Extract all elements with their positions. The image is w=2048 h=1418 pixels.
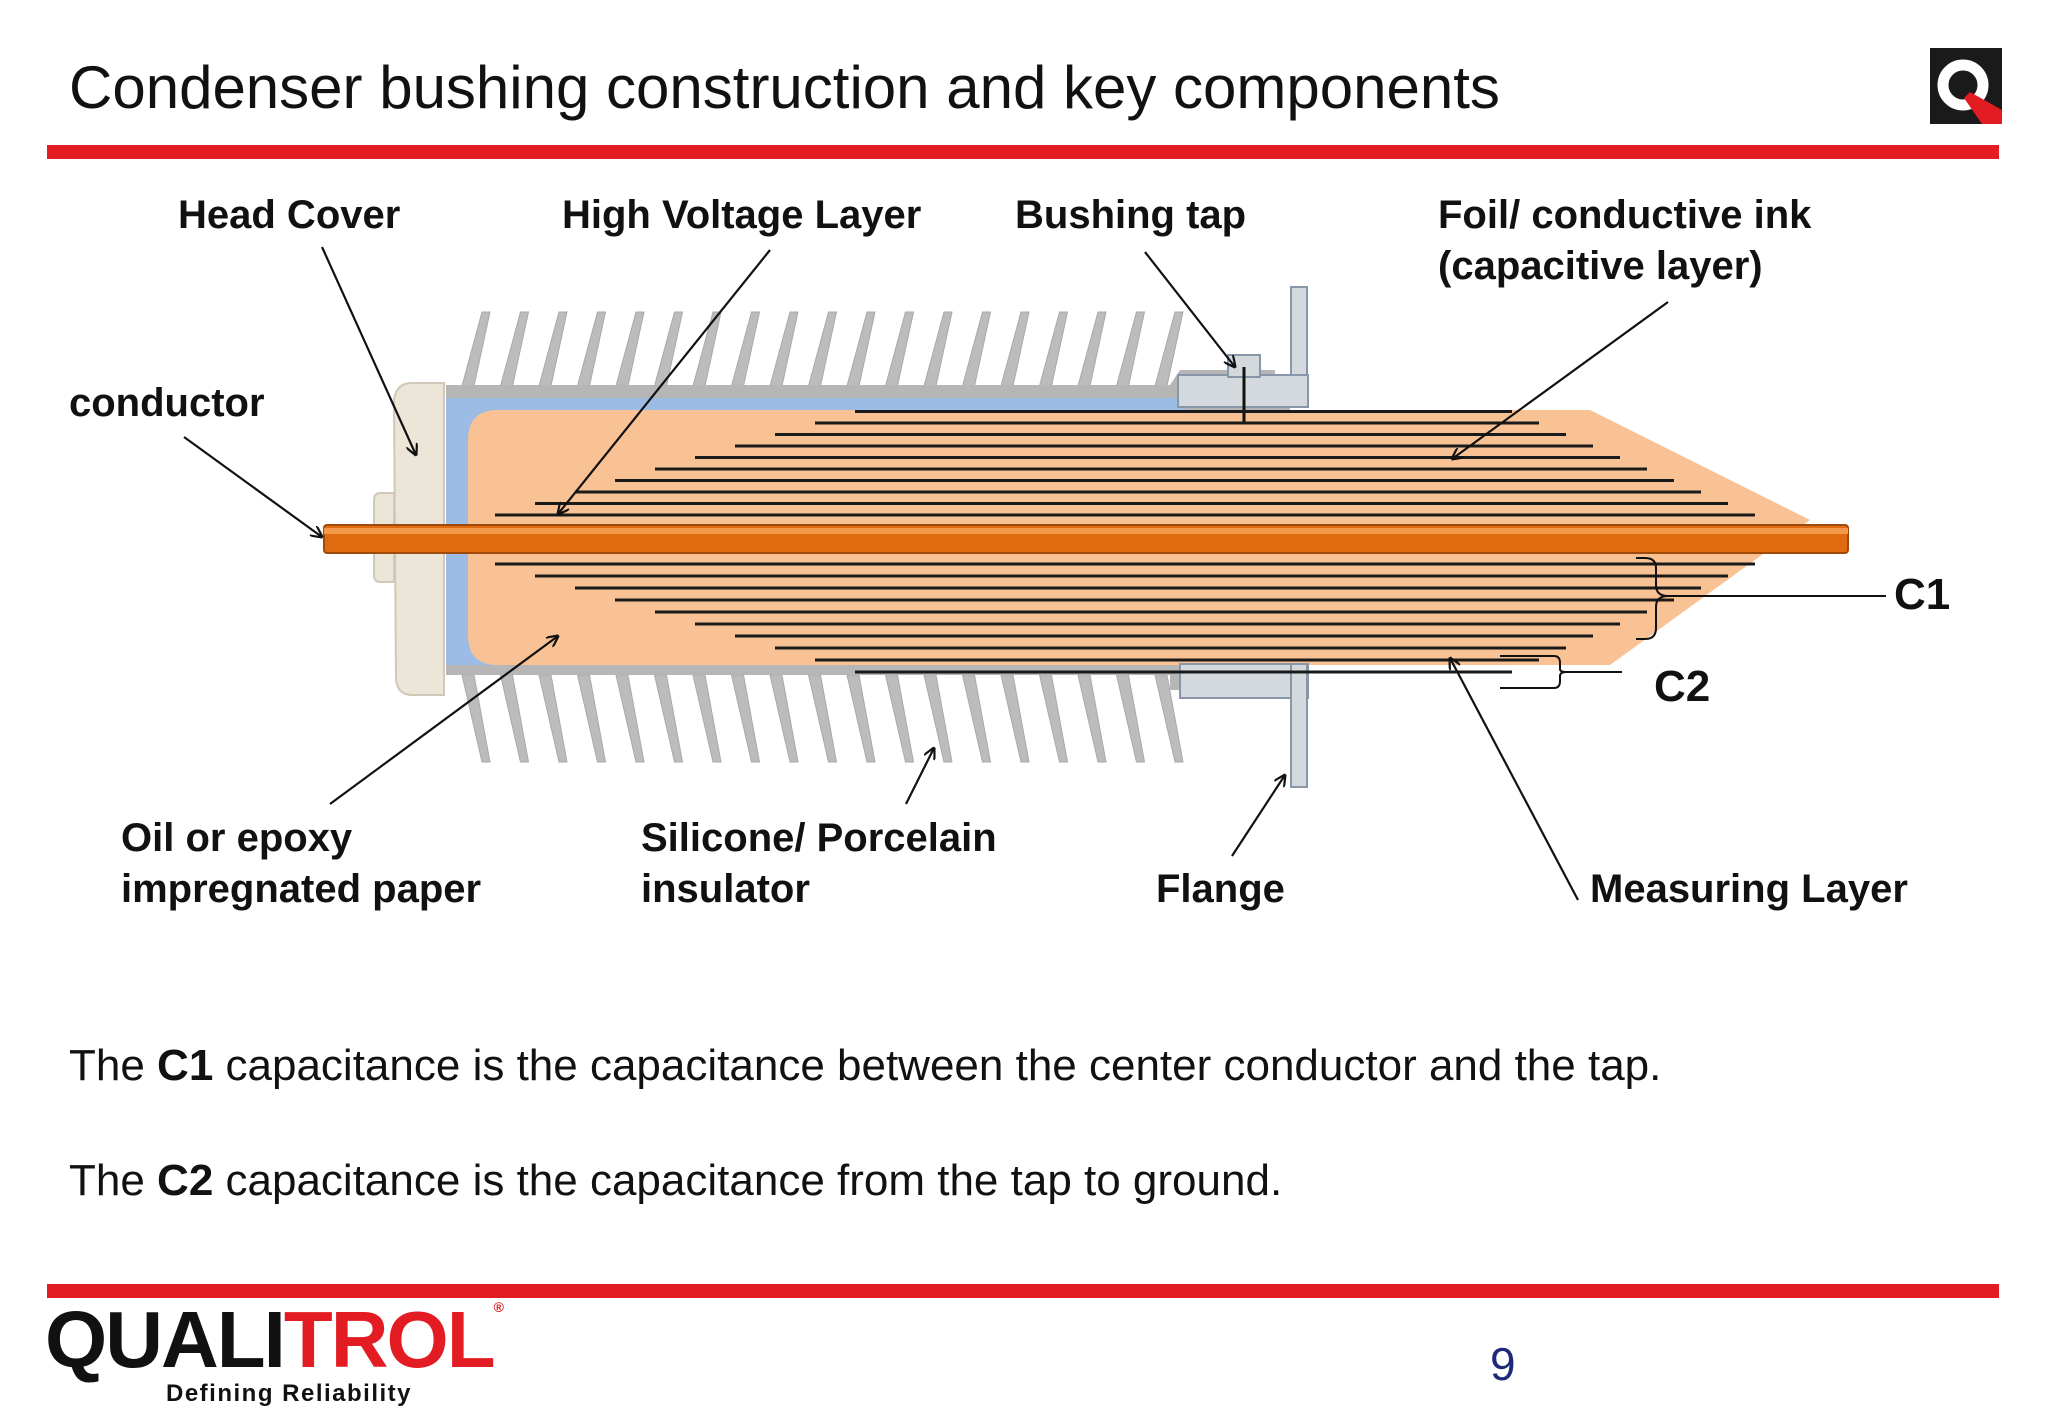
insulator-shed-top xyxy=(615,311,645,387)
brand-name-black: QUALI xyxy=(45,1295,286,1384)
insulator-shed-top xyxy=(807,311,838,387)
insulator-shed-top xyxy=(1115,311,1146,387)
slide-title: Condenser bushing construction and key c… xyxy=(69,54,1500,121)
bottom-divider xyxy=(47,1284,1999,1298)
insulator-shed-top xyxy=(538,311,568,387)
brand-registered-mark: ® xyxy=(493,1299,504,1315)
insulator-shed-top xyxy=(923,311,953,387)
insulator-shed-bottom xyxy=(884,674,915,763)
c2-explanation: The C2 capacitance is the capacitance fr… xyxy=(69,1155,1282,1208)
arrow-insulator xyxy=(905,748,934,805)
insulator-shed-top xyxy=(1038,311,1069,387)
label-insulator-line1: Silicone/ Porcelain xyxy=(641,816,997,860)
insulator-shed-top xyxy=(576,311,607,387)
insulator-shed-top xyxy=(884,311,915,387)
leader-arrows xyxy=(183,246,1669,901)
insulator-shed-bottom xyxy=(807,674,838,763)
insulator-shed-bottom xyxy=(576,674,607,763)
label-c2: C2 xyxy=(1654,662,1711,711)
arrow-oil-paper xyxy=(329,636,558,805)
label-measuring-layer: Measuring Layer xyxy=(1590,867,1908,911)
insulator-shed-bottom xyxy=(769,674,799,763)
label-foil-conductive-ink: Foil/ conductive ink (capacitive layer) xyxy=(1438,190,1811,292)
insulator-shed-bottom xyxy=(1000,674,1030,763)
insulator-shed-top xyxy=(961,311,992,387)
c2-explanation-rest: capacitance is the capacitance from the … xyxy=(213,1156,1283,1205)
qualitrol-logo: QUALITROL® xyxy=(45,1299,504,1380)
page-number: 9 xyxy=(1490,1338,1516,1390)
c2-brace xyxy=(1500,655,1622,689)
label-foil-line1: Foil/ conductive ink xyxy=(1438,193,1812,237)
label-foil-line2: (capacitive layer) xyxy=(1438,244,1763,288)
insulator-sheds xyxy=(461,311,1184,763)
arrow-bushing-tap xyxy=(1144,251,1235,367)
c1-explanation: The C1 capacitance is the capacitance be… xyxy=(69,1040,1661,1093)
brand-tagline: Defining Reliability xyxy=(166,1380,413,1407)
insulator-shed-bottom xyxy=(923,674,953,763)
label-insulator-line2: insulator xyxy=(641,867,810,911)
c2-explanation-term: C2 xyxy=(157,1156,214,1205)
insulator-shed-bottom xyxy=(1038,674,1069,763)
arrow-high-voltage-layer xyxy=(558,249,771,514)
top-divider xyxy=(47,145,1999,159)
insulator-shed-top xyxy=(499,311,530,387)
arrow-flange xyxy=(1231,775,1285,857)
label-conductor: conductor xyxy=(69,381,265,425)
c1-brace xyxy=(1636,557,1886,640)
insulator-shed-bottom xyxy=(692,674,722,763)
label-insulator: Silicone/ Porcelain insulator xyxy=(641,813,997,915)
arrow-head-cover xyxy=(320,246,416,455)
insulator-shed-bottom xyxy=(538,674,568,763)
insulator-shed-bottom xyxy=(730,674,761,763)
insulator-shed-bottom xyxy=(846,674,876,763)
label-oil-line1: Oil or epoxy xyxy=(121,816,353,860)
foil-layers xyxy=(495,410,1755,674)
arrow-measuring-layer xyxy=(1450,658,1579,901)
insulator-shed-top xyxy=(1077,311,1107,387)
arrow-foil xyxy=(1452,301,1669,459)
insulator-shed-top xyxy=(692,311,722,387)
label-bushing-tap: Bushing tap xyxy=(1015,193,1247,237)
label-high-voltage-layer: High Voltage Layer xyxy=(562,193,922,237)
label-c1: C1 xyxy=(1894,570,1951,619)
insulator-shed-bottom xyxy=(1077,674,1107,763)
c1-explanation-rest: capacitance is the capacitance between t… xyxy=(213,1041,1662,1090)
insulator-shed-top xyxy=(461,311,491,387)
insulator-shed-bottom xyxy=(499,674,530,763)
insulator-shed-top xyxy=(769,311,799,387)
label-head-cover: Head Cover xyxy=(178,193,401,237)
c1-explanation-prefix: The xyxy=(69,1041,158,1090)
insulator-shed-bottom xyxy=(961,674,992,763)
c2-explanation-prefix: The xyxy=(69,1156,158,1205)
insulator-shed-top xyxy=(1000,311,1030,387)
insulator-shed-bottom xyxy=(615,674,645,763)
qualitrol-q-icon: Q xyxy=(1930,48,2002,124)
label-oil-line2: impregnated paper xyxy=(121,867,482,911)
c1-explanation-term: C1 xyxy=(157,1041,214,1090)
insulator-shed-bottom xyxy=(653,674,684,763)
arrow-conductor xyxy=(183,436,322,537)
label-oil-epoxy-paper: Oil or epoxy impregnated paper xyxy=(121,813,481,915)
insulator-shed-bottom xyxy=(1115,674,1146,763)
insulator-shed-top xyxy=(846,311,876,387)
insulator-shed-top xyxy=(730,311,761,387)
brand-name-red: TROL xyxy=(283,1295,496,1384)
label-flange: Flange xyxy=(1156,867,1285,911)
